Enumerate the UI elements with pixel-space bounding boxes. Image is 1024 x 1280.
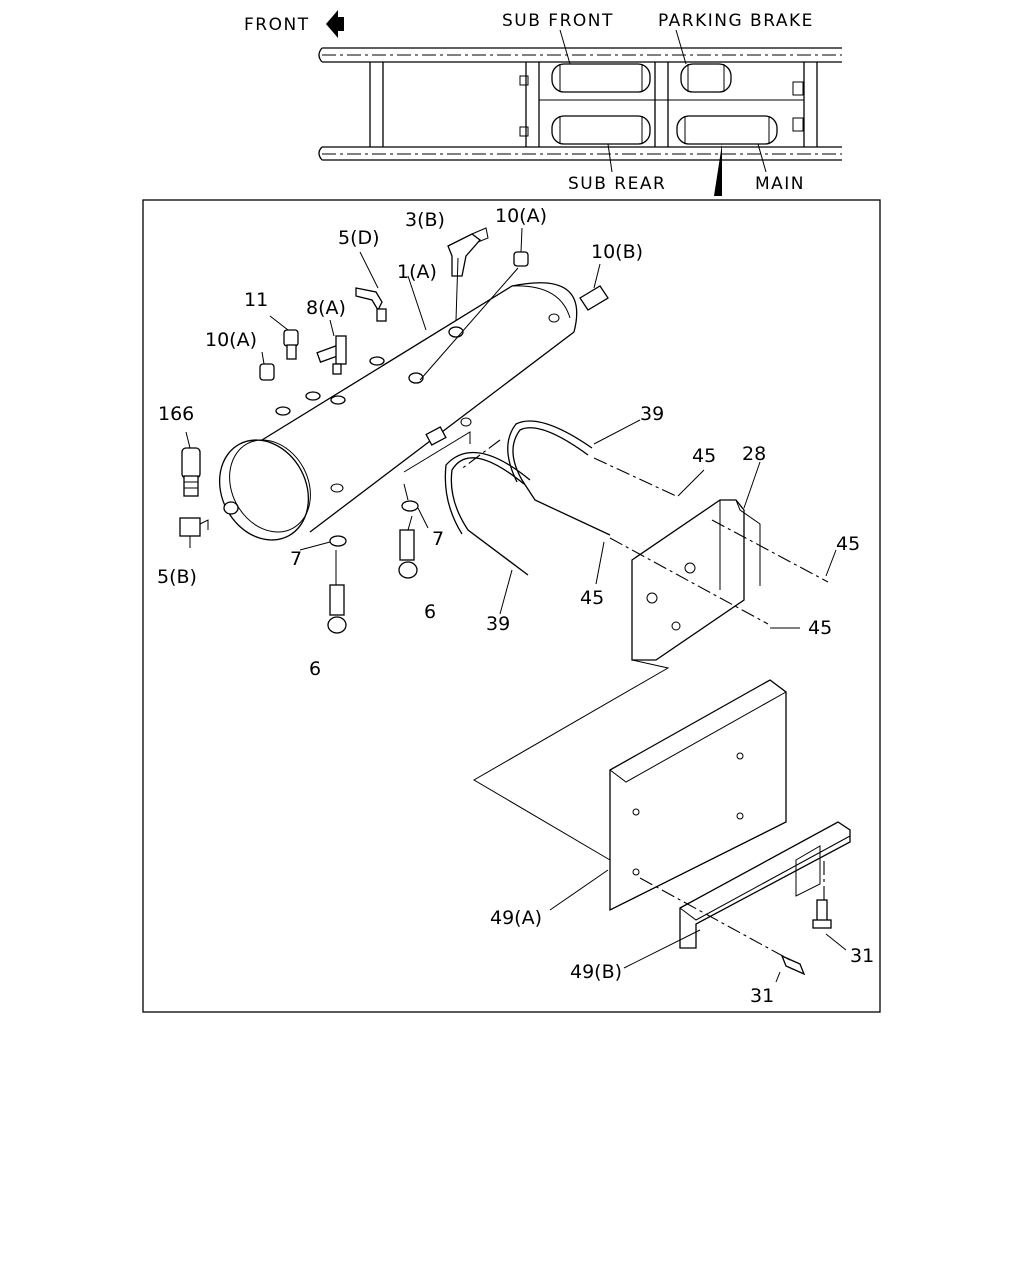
bracket-28: [631, 499, 761, 661]
front-arrow-icon: [326, 10, 344, 38]
fitting-10a-top: [513, 251, 529, 267]
frame-valves: [519, 75, 804, 137]
callout-31-bottom: 31: [750, 985, 774, 1007]
tank-sub-front: [551, 63, 651, 93]
callout-45-top: 45: [692, 445, 716, 467]
fitting-11: [283, 329, 299, 360]
callout-5b: 5(B): [157, 566, 197, 588]
callout-49a: 49(A): [490, 907, 542, 929]
callout-7-right: 7: [432, 528, 444, 550]
callout-39-top: 39: [640, 403, 664, 425]
callout-166: 166: [158, 403, 194, 425]
tank-main: [676, 115, 778, 145]
callout-45-right: 45: [836, 533, 860, 555]
callouts: 1(A) 3(B) 5(D) 10(A) 10(B) 11 8(A) 10(A)…: [157, 205, 874, 1007]
fitting-10b: [579, 285, 609, 311]
main-pointer-wedge: [714, 144, 722, 196]
bolts-31: [780, 899, 832, 976]
callout-1a: 1(A): [397, 261, 437, 283]
fitting-10a-left: [259, 363, 275, 381]
callout-6-left: 6: [309, 658, 321, 680]
callout-28: 28: [742, 443, 766, 465]
callout-7-left: 7: [290, 548, 302, 570]
detail-frame: [142, 199, 881, 1013]
chassis-top-view: FRONT SUB FRONT: [244, 10, 842, 196]
callout-10a-top: 10(A): [495, 205, 547, 227]
plate-49a: [609, 679, 787, 912]
washers-7: [329, 500, 419, 547]
fitting-8a: [316, 335, 347, 375]
tank-sub-rear: [551, 115, 651, 145]
callout-49b: 49(B): [570, 961, 622, 983]
fitting-6-right: [398, 529, 418, 579]
main-label: MAIN: [755, 174, 805, 194]
callout-10b: 10(B): [591, 241, 643, 263]
sub-front-label: SUB FRONT: [502, 11, 614, 31]
callout-11: 11: [244, 289, 268, 311]
fitting-5d: [355, 287, 387, 322]
hoses-39: [444, 420, 611, 576]
callout-3b: 3(B): [405, 209, 445, 231]
callout-6-right: 6: [424, 601, 436, 623]
callout-5d: 5(D): [338, 227, 380, 249]
frame-rails: [318, 47, 842, 161]
air-tank-1a: [218, 282, 578, 541]
sub-rear-label: SUB REAR: [568, 174, 666, 194]
leader-lines-top: [559, 29, 767, 173]
callout-8a: 8(A): [306, 297, 346, 319]
callout-31-right: 31: [850, 945, 874, 967]
parking-brake-label: PARKING BRAKE: [658, 11, 814, 31]
callout-45-bottom: 45: [808, 617, 832, 639]
callout-45-mid: 45: [580, 587, 604, 609]
leader-lines: [185, 227, 847, 983]
fitting-166: [179, 447, 209, 537]
fitting-6-left: [327, 584, 347, 634]
front-label: FRONT: [244, 15, 310, 35]
callout-39-bottom: 39: [486, 613, 510, 635]
fitting-3b: [447, 227, 489, 277]
plate-49b: [679, 821, 851, 949]
callout-10a-left: 10(A): [205, 329, 257, 351]
tank-parking-brake: [680, 63, 732, 93]
